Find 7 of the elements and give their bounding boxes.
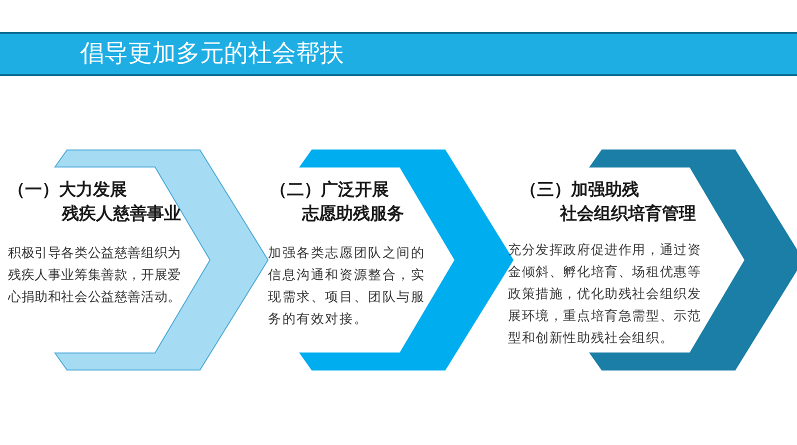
description-text: 加强各类志愿团队之间的信息沟通和资源整合，实现需求、项目、团队与服务的有效对接。: [268, 245, 426, 329]
description-text: 充分发挥政府促进作用，通过资金倾斜、孵化培育、场租优惠等政策措施，优化助残社会组织发展环境，重点培育急需型、示范型和创新性助残社会组织。: [508, 242, 702, 348]
heading: （二）广泛开展志愿助残服务: [270, 179, 404, 226]
heading: （三）加强助残社会组织培育管理: [520, 179, 696, 226]
heading: （一）大力发展残疾人慈善事业: [8, 179, 181, 226]
description-text: 积极引导各类公益慈善组织为残疾人事业筹集善款，开展爱心捐助和社会公益慈善活动。: [8, 245, 182, 307]
title: 倡导更加多元的社会帮扶: [80, 38, 344, 69]
